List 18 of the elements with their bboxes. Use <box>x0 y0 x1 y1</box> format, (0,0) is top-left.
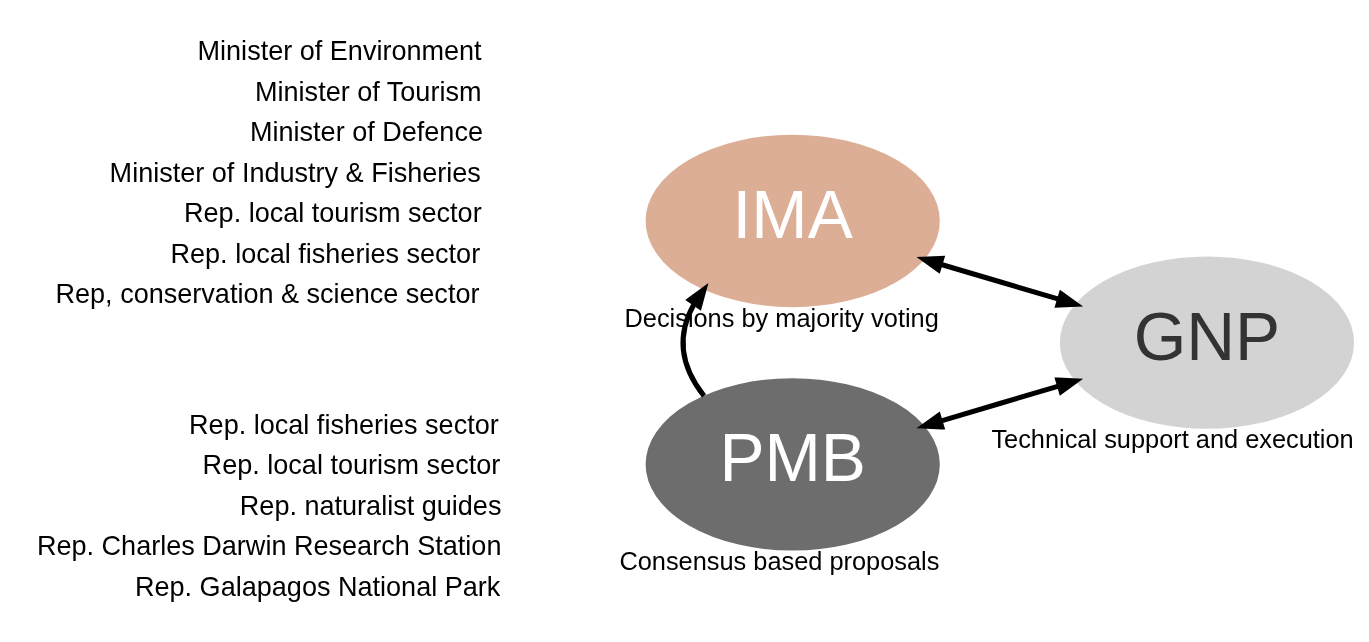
arrow <box>916 376 1084 430</box>
label: Minister of Industry & Fisheries <box>109 157 481 188</box>
node-ellipse: IMA <box>645 134 940 307</box>
label: Rep. local fisheries sector <box>189 409 499 440</box>
arrow <box>916 255 1084 308</box>
label: Rep. naturalist guides <box>239 490 502 521</box>
label: Minister of Defence <box>249 116 483 147</box>
label: Minister of Tourism <box>255 76 482 107</box>
label: Rep, conservation & science sector <box>55 278 480 309</box>
label: Rep. local tourism sector <box>184 197 482 228</box>
label: Rep. Galapagos National Park <box>134 571 501 602</box>
label: Rep. Charles Darwin Research Station <box>36 530 502 561</box>
label: Minister of Environment <box>197 35 482 66</box>
label: Rep. local tourism sector <box>202 449 501 480</box>
label: Rep. local fisheries sector <box>170 238 481 269</box>
node-ellipse: GNP <box>1059 255 1355 429</box>
arrow <box>680 282 709 397</box>
node-ellipse: PMB <box>645 377 940 551</box>
